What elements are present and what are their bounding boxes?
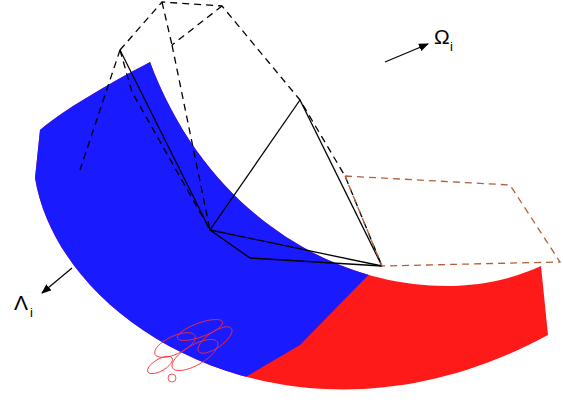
leader-arrow — [385, 44, 428, 62]
subscript-label: i — [450, 40, 453, 53]
subscript-label: i — [30, 306, 33, 319]
blue-subdomain — [35, 62, 548, 390]
domain-label: Ω — [434, 26, 450, 47]
leader-arrow — [42, 268, 72, 293]
red-subdomain — [35, 62, 548, 390]
interface-label: Λ — [14, 292, 28, 313]
red-overlap-marks — [145, 315, 236, 382]
neighbour-outline — [345, 176, 560, 266]
element-outline — [80, 2, 382, 266]
element-solid-edges — [120, 50, 382, 266]
